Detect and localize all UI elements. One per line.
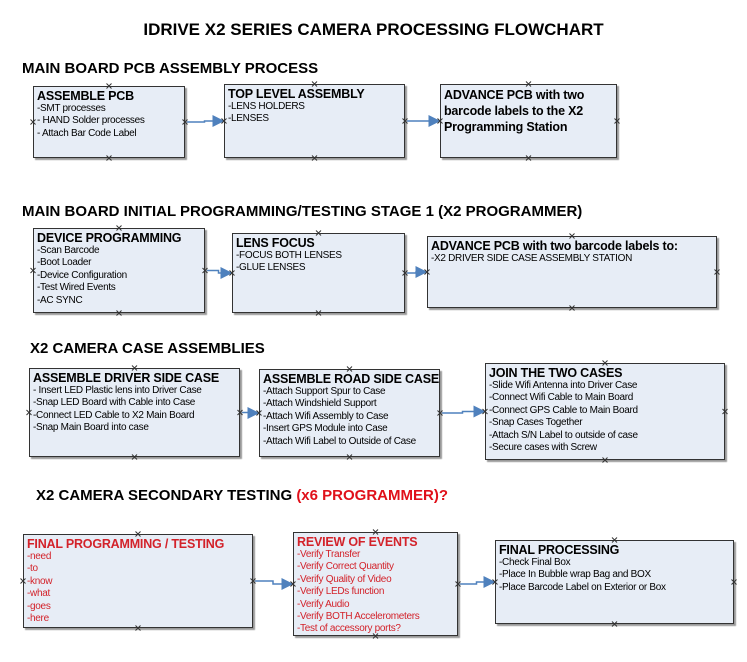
process-box-title: ASSEMBLE DRIVER SIDE CASE (33, 371, 220, 385)
process-box[interactable]: FINAL PROGRAMMING / TESTING-need-to-know… (23, 534, 253, 628)
process-step: -to (27, 563, 38, 575)
process-box-title: DEVICE PROGRAMMING (37, 231, 182, 245)
process-step: -Boot Loader (37, 257, 92, 269)
process-box-title: LENS FOCUS (236, 236, 315, 250)
section-heading: MAIN BOARD INITIAL PROGRAMMING/TESTING S… (22, 203, 582, 220)
process-box[interactable]: LENS FOCUS-FOCUS BOTH LENSES-GLUE LENSES (232, 233, 405, 313)
section-heading-text: MAIN BOARD INITIAL PROGRAMMING/TESTING S… (22, 203, 583, 220)
process-box[interactable]: ASSEMBLE DRIVER SIDE CASE- Insert LED Pl… (29, 368, 240, 457)
process-step: -Verify Transfer (297, 549, 360, 560)
process-step: -Snap LED Board with Cable into Case (33, 397, 196, 409)
process-step: -FOCUS BOTH LENSES (236, 250, 342, 261)
process-box-title: TOP LEVEL ASSEMBLY (228, 87, 365, 101)
section-heading: X2 CAMERA SECONDARY TESTING (x6 PROGRAMM… (36, 487, 448, 504)
section-heading: X2 CAMERA CASE ASSEMBLIES (30, 340, 265, 357)
process-step: -Attach Wifi Assembly to Case (263, 410, 389, 422)
process-box[interactable]: FINAL PROCESSING -Check Final Box-Place … (495, 540, 734, 624)
process-step: -Verify BOTH Accelerometers (297, 611, 420, 623)
process-box[interactable]: ASSEMBLE ROAD SIDE CASE-Attach Support S… (259, 369, 440, 457)
section-heading-text: X2 CAMERA CASE ASSEMBLIES (30, 340, 265, 357)
section-heading-note: (x6 PROGRAMMER)? (296, 487, 448, 504)
process-step: -Verify Audio (297, 598, 350, 610)
process-step: -Test of accessory ports? (297, 623, 401, 635)
process-box[interactable]: ADVANCE PCB with two barcode labels to t… (440, 84, 617, 158)
process-box[interactable]: JOIN THE TWO CASES-Slide Wifi Antenna in… (485, 363, 725, 460)
flow-arrow (440, 405, 486, 418)
process-step: -Place In Bubble wrap Bag and BOX (499, 569, 651, 581)
process-box[interactable]: ASSEMBLE PCB -SMT processes- HAND Solder… (33, 86, 185, 158)
process-step: - Attach Bar Code Label (37, 127, 137, 139)
process-step: -Place Barcode Label on Exterior or Box (499, 581, 666, 593)
flow-arrow (185, 115, 225, 127)
process-step: -LENS HOLDERS (228, 101, 305, 112)
process-step: -Device Configuration (37, 269, 127, 281)
process-step: -LENSES (228, 113, 269, 125)
process-box-title: ADVANCE PCB with two barcode labels to: (431, 239, 678, 253)
process-step: -Test Wired Events (37, 282, 116, 294)
process-step: -Scan Barcode (37, 245, 100, 256)
process-step: -Secure cases with Screw (489, 442, 597, 454)
process-box[interactable]: REVIEW OF EVENTS-Verify Transfer-Verify … (293, 532, 458, 636)
flow-arrow (240, 407, 260, 419)
process-step: -need (27, 551, 52, 562)
process-step: -Check Final Box (499, 557, 571, 568)
process-step: - HAND Solder processes (37, 115, 145, 127)
process-step: -Attach S/N Label to outside of case (489, 429, 638, 441)
flow-arrow (205, 267, 233, 279)
process-box-title: ASSEMBLE PCB (37, 89, 134, 103)
process-step: -Attach Support Spur to Case (263, 386, 386, 397)
process-step: -Attach Windshield Support (263, 398, 377, 410)
flow-arrow (458, 576, 496, 588)
process-step: -X2 DRIVER SIDE CASE ASSEMBLY STATION (431, 253, 632, 264)
process-step: -Verify Correct Quantity (297, 561, 394, 573)
section-heading-text: X2 CAMERA SECONDARY TESTING (36, 487, 297, 504)
process-step: -Verify LEDs function (297, 586, 385, 598)
process-step: -GLUE LENSES (236, 262, 306, 274)
process-box-title: ADVANCE PCB with two barcode labels to t… (444, 88, 585, 134)
section-heading: MAIN BOARD PCB ASSEMBLY PROCESS (22, 60, 318, 77)
process-step: -here (27, 613, 49, 625)
process-step: -SMT processes (37, 103, 106, 114)
process-step: -Verify Quality of Video (297, 573, 392, 585)
process-step: -AC SYNC (37, 294, 83, 306)
process-box[interactable]: TOP LEVEL ASSEMBLY-LENS HOLDERS-LENSES (224, 84, 405, 158)
flowchart-title: IDRIVE X2 SERIES CAMERA PROCESSING FLOWC… (143, 20, 604, 39)
process-step: -Slide Wifi Antenna into Driver Case (489, 380, 638, 391)
process-step: -Snap Main Board into case (33, 422, 149, 434)
process-box-title: REVIEW OF EVENTS (297, 535, 418, 549)
process-step: - Insert LED Plastic lens into Driver Ca… (33, 385, 202, 396)
process-box[interactable]: ADVANCE PCB with two barcode labels to:-… (427, 236, 717, 308)
process-step: -Snap Cases Together (489, 417, 583, 429)
process-box-title: FINAL PROCESSING (499, 543, 620, 557)
process-step: -Connect LED Cable to X2 Main Board (33, 409, 195, 421)
process-box[interactable]: DEVICE PROGRAMMING-Scan Barcode-Boot Loa… (33, 228, 205, 313)
section-heading-text: MAIN BOARD PCB ASSEMBLY PROCESS (22, 60, 319, 77)
process-box-title: FINAL PROGRAMMING / TESTING (27, 537, 225, 551)
process-step: -goes (27, 600, 51, 612)
flow-arrow (405, 266, 428, 278)
process-box-title: JOIN THE TWO CASES (489, 366, 623, 380)
process-step: -know (27, 575, 53, 587)
process-step: -Insert GPS Module into Case (263, 423, 388, 435)
process-step: -Connect Wifi Cable to Main Board (489, 392, 634, 404)
process-step: -Connect GPS Cable to Main Board (489, 404, 638, 416)
process-step: -Attach Wifi Label to Outside of Case (263, 435, 416, 447)
flow-arrow (253, 578, 294, 590)
process-box-title: ASSEMBLE ROAD SIDE CASE (263, 372, 439, 386)
process-step: -what (27, 588, 50, 600)
